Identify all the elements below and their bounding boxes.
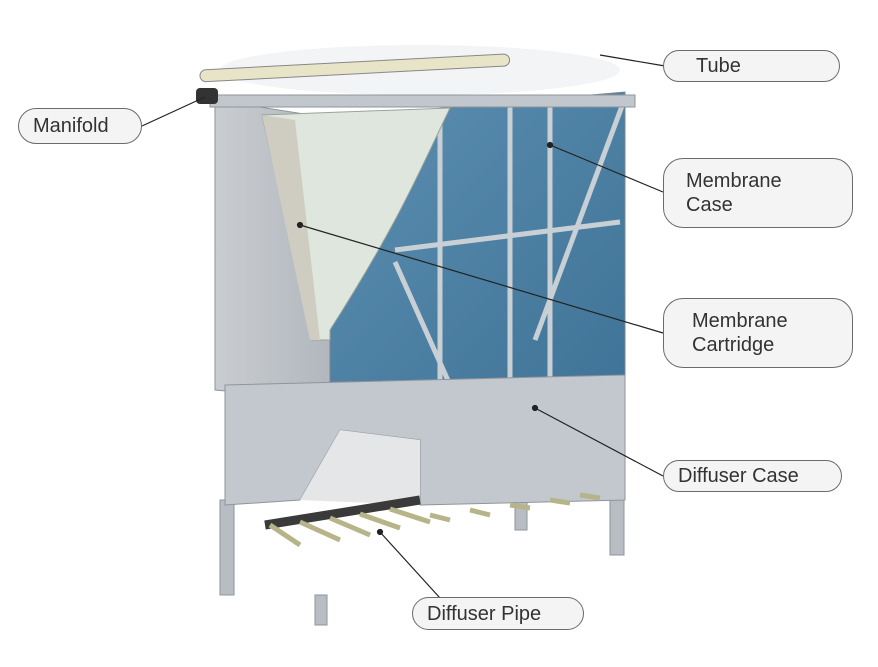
manifold-label-text: Manifold bbox=[33, 115, 109, 137]
diffuser-case-label-text: Diffuser Case bbox=[678, 465, 799, 487]
label-diffuser-pipe: Diffuser Pipe bbox=[412, 597, 584, 630]
membrane-cartridge-label-text: Membrane Cartridge bbox=[692, 310, 788, 356]
diffuser-pipe-label-text: Diffuser Pipe bbox=[427, 602, 542, 625]
tube-label-text: Tube bbox=[696, 55, 741, 77]
diffuser-pipe bbox=[264, 492, 601, 548]
label-tube: Tube bbox=[663, 50, 840, 82]
label-membrane-cartridge: Membrane Cartridge bbox=[663, 298, 853, 368]
manifold-pipe bbox=[199, 53, 511, 83]
label-manifold: Manifold bbox=[18, 108, 142, 144]
label-diffuser-case: Diffuser Case bbox=[663, 460, 842, 492]
legs bbox=[219, 499, 625, 626]
leader-lines bbox=[141, 54, 666, 599]
membrane-case-label-text: Membrane Case bbox=[686, 170, 782, 216]
label-membrane-case: Membrane Case bbox=[663, 158, 853, 228]
diffuser-case bbox=[224, 374, 626, 506]
